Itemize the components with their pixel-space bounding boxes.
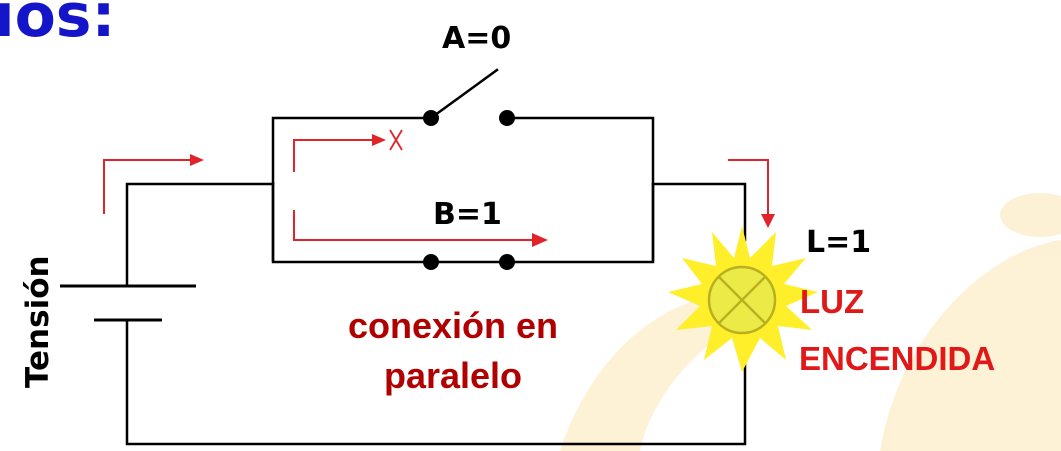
lamp-symbol xyxy=(707,265,777,335)
arrowhead xyxy=(190,154,204,166)
lamp-cross-2 xyxy=(718,276,766,324)
background-blob-top-right xyxy=(1000,193,1061,237)
branch-lower-right xyxy=(505,182,655,264)
wire-right-top xyxy=(651,182,747,242)
branch-upper-right xyxy=(505,116,655,262)
current-arrow-right-down xyxy=(728,159,769,222)
current-flow-arrows xyxy=(103,129,775,247)
background-swoosh-right xyxy=(880,240,1061,451)
lamp-status-line2: ENCENDIDA xyxy=(799,340,995,377)
wire-left-top xyxy=(125,182,275,288)
background-swoosh-left xyxy=(560,292,790,451)
blocked-x-mark xyxy=(389,129,403,151)
lamp-label: L=1 xyxy=(806,225,871,260)
current-arrow-lower-branch xyxy=(293,210,540,241)
current-arrow-left-rising xyxy=(103,159,200,214)
arrowhead xyxy=(372,134,386,146)
switch-b-label: B=1 xyxy=(433,197,502,232)
switch-a-right-contact xyxy=(499,110,515,126)
caption-line2: paralelo xyxy=(384,355,522,396)
branch-lower-left xyxy=(271,182,433,264)
switch-b-right-contact xyxy=(499,254,515,270)
heading-fragment: ios: xyxy=(0,0,116,51)
lamp-status-line1: LUZ xyxy=(800,283,864,320)
background-decoration xyxy=(560,193,1061,451)
switch-a-lever xyxy=(429,68,499,120)
switch-contacts xyxy=(423,110,515,270)
circuit-wires xyxy=(125,68,747,446)
voltage-source-label: Tensión xyxy=(20,255,56,388)
switch-b-left-contact xyxy=(423,254,439,270)
arrowhead xyxy=(532,233,548,247)
wire-bottom-loop xyxy=(125,318,747,446)
arrowhead xyxy=(761,214,775,228)
battery-symbol xyxy=(60,284,196,322)
switch-a-left-contact xyxy=(423,110,439,126)
switch-a-label: A=0 xyxy=(442,21,511,56)
caption-line1: conexión en xyxy=(348,305,558,346)
current-arrow-upper-branch xyxy=(293,139,382,172)
